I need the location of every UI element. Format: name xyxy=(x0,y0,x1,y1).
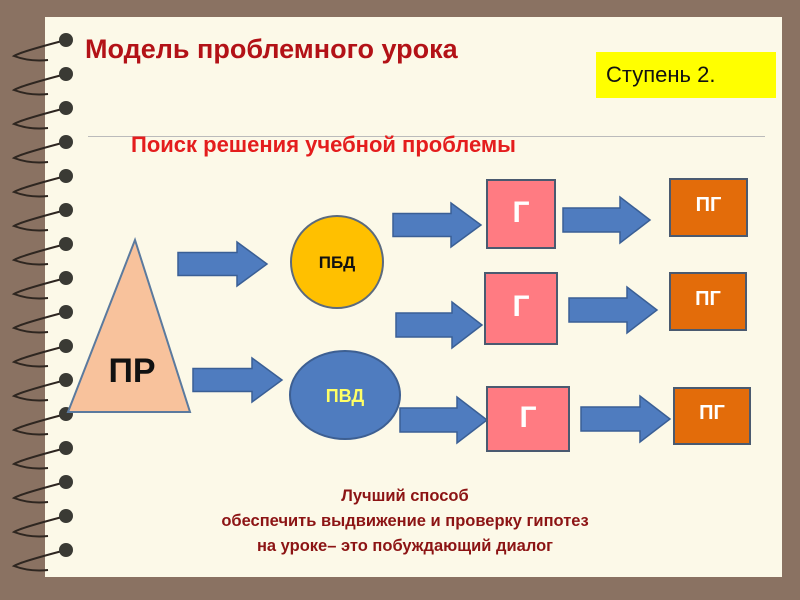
spiral-wire xyxy=(11,277,67,300)
spiral-hole xyxy=(59,33,73,47)
check-box-1 xyxy=(669,178,748,237)
footer-line-3: на уроке– это побуждающий диалог xyxy=(256,537,554,555)
check-label-3: ПГ xyxy=(699,402,725,424)
hypothesis-box-2 xyxy=(484,272,558,345)
step-label: Ступень 2. xyxy=(596,52,776,98)
spiral-hole xyxy=(59,373,73,387)
footer-text: Лучший способ обеспечить выдвижение и пр… xyxy=(150,484,660,559)
check-label-1: ПГ xyxy=(695,194,722,216)
spiral-hole xyxy=(59,271,73,285)
spiral-hole xyxy=(59,305,73,319)
footer-line-1: Лучший способ xyxy=(341,487,469,505)
pbd-label: ПБД xyxy=(318,253,356,272)
spiral-hole xyxy=(59,441,73,455)
pvd-label: ПВД xyxy=(325,386,365,406)
problem-triangle xyxy=(66,237,192,413)
hypothesis-label-2: Г xyxy=(512,290,530,323)
spiral-hole xyxy=(59,135,73,149)
check-box-2 xyxy=(669,272,747,331)
spiral-wire xyxy=(11,345,67,368)
spiral-wire xyxy=(11,549,67,572)
spiral-hole xyxy=(59,237,73,251)
spiral-hole xyxy=(59,339,73,353)
spiral-wire xyxy=(11,107,67,130)
hypothesis-label-1: Г xyxy=(512,196,530,229)
spiral-wire xyxy=(11,413,67,436)
spiral-wire xyxy=(11,379,67,402)
arrow-8 xyxy=(580,394,672,444)
arrow-3 xyxy=(392,201,483,249)
arrow-4 xyxy=(395,300,484,350)
spiral-wire xyxy=(11,73,67,96)
spiral-hole xyxy=(59,101,73,115)
spiral-wire xyxy=(11,243,67,266)
spiral-wire xyxy=(11,447,67,470)
slide-subtitle: Поиск решения учебной проблемы xyxy=(131,132,516,157)
divider xyxy=(88,136,765,137)
spiral-wire xyxy=(11,175,67,198)
pvd-circle xyxy=(289,350,401,440)
slide-title: Модель проблемного урока xyxy=(85,34,458,64)
spiral-wire xyxy=(11,141,67,164)
hypothesis-box-3 xyxy=(486,386,570,452)
arrow-5 xyxy=(399,395,489,445)
spiral-wire xyxy=(11,481,67,504)
spiral-wire xyxy=(11,311,67,334)
spiral-hole xyxy=(59,475,73,489)
spiral-wire xyxy=(11,39,67,62)
hypothesis-label-3: Г xyxy=(519,401,537,434)
hypothesis-box-1 xyxy=(486,179,556,249)
footer-line-2: обеспечить выдвижение и проверку гипотез xyxy=(221,512,589,530)
arrow-1 xyxy=(177,240,269,288)
arrow-6 xyxy=(562,195,652,245)
arrow-2 xyxy=(192,356,284,404)
check-box-3 xyxy=(673,387,751,445)
notebook-page xyxy=(45,17,782,577)
spiral-hole xyxy=(59,169,73,183)
spiral-wire xyxy=(11,515,67,538)
spiral-hole xyxy=(59,509,73,523)
arrow-7 xyxy=(568,285,659,335)
spiral-wire xyxy=(11,209,67,232)
spiral-hole xyxy=(59,543,73,557)
spiral-hole xyxy=(59,203,73,217)
problem-label: ПР xyxy=(108,352,156,390)
spiral-hole xyxy=(59,67,73,81)
spiral-binding xyxy=(11,33,73,572)
pbd-circle xyxy=(290,215,384,309)
check-label-2: ПГ xyxy=(695,288,721,310)
